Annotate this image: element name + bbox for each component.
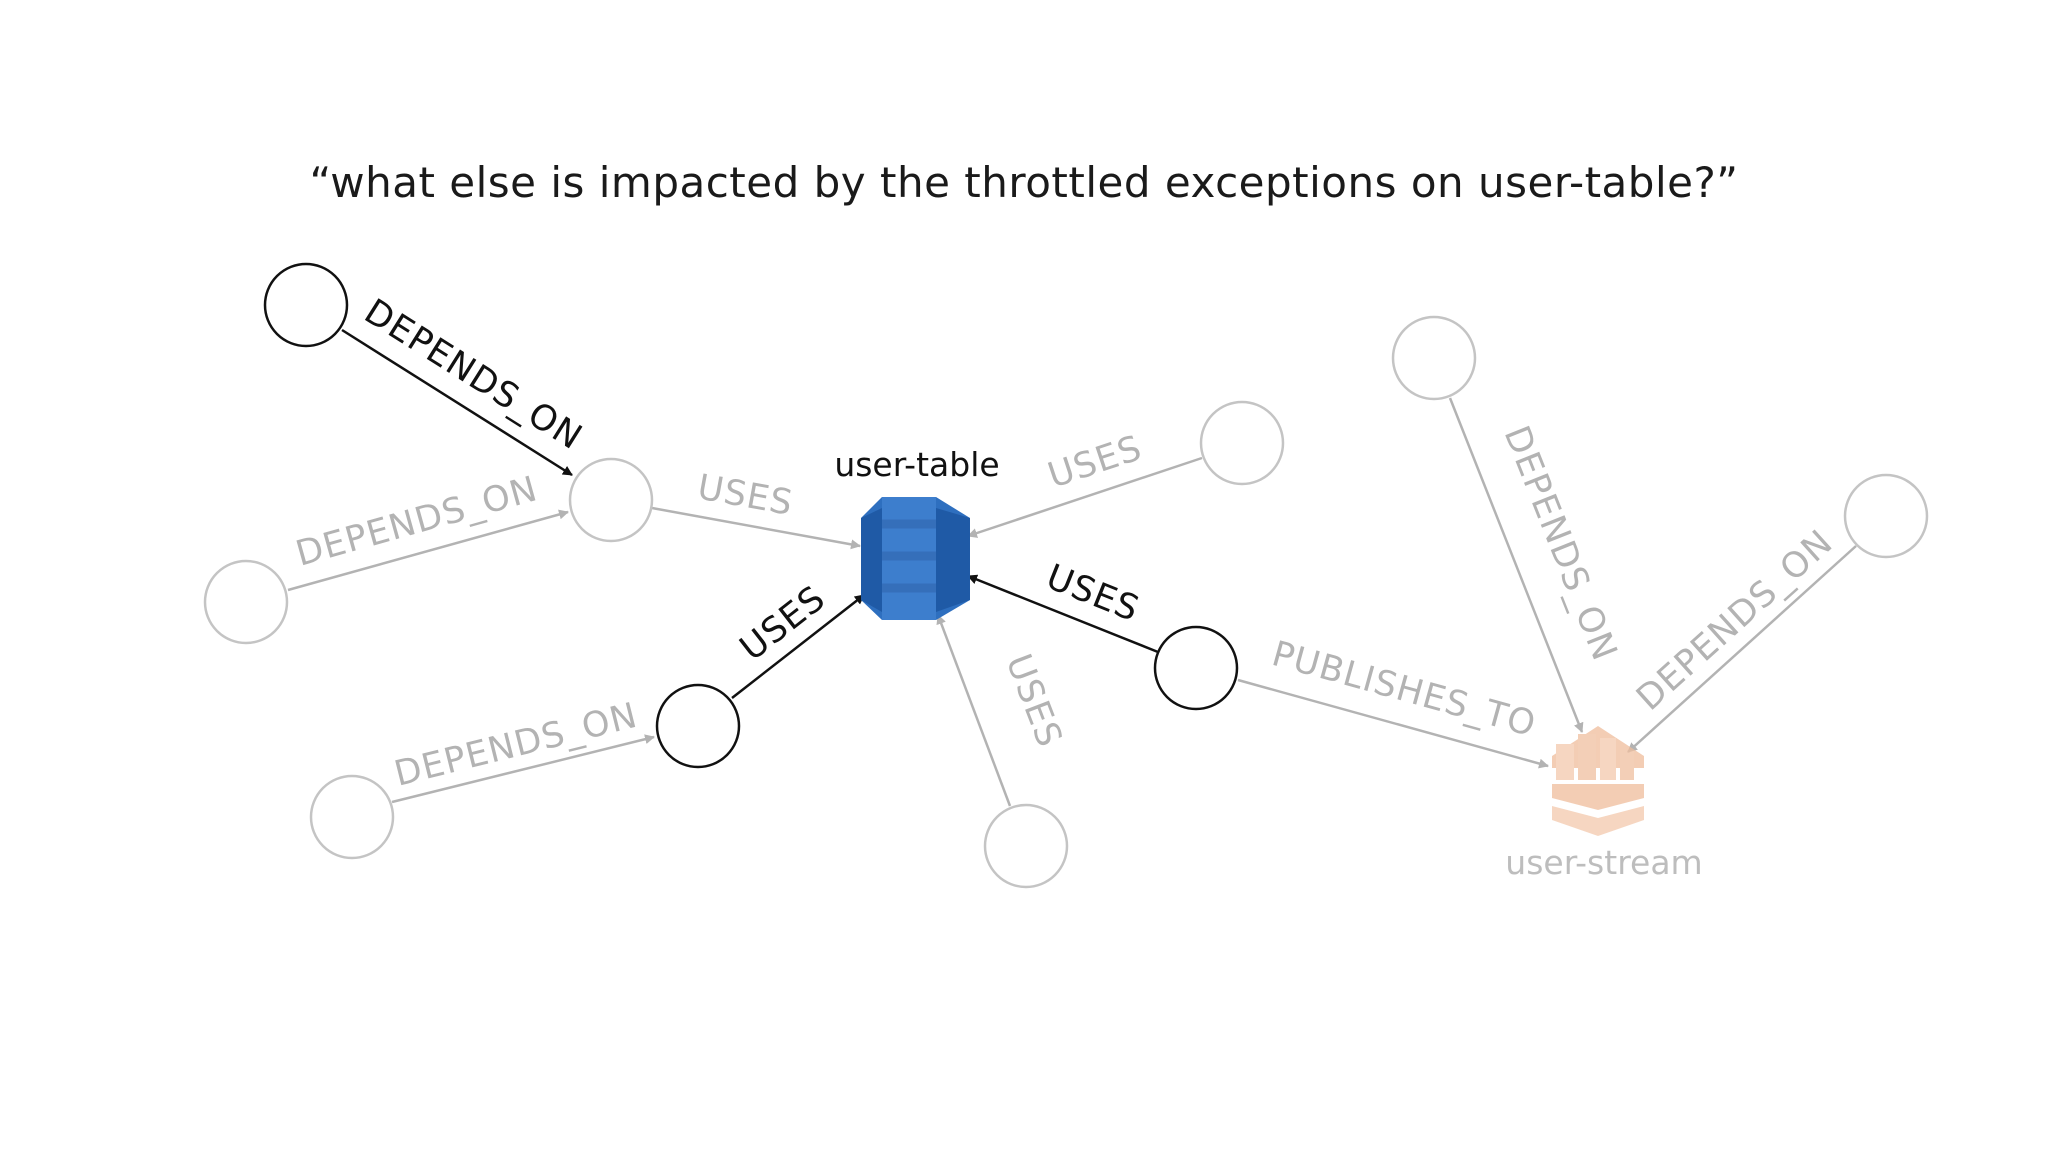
edge-line-publishes-to — [1237, 678, 1549, 769]
user-stream-node[interactable]: user-stream — [1505, 726, 1703, 882]
edge-line-uses — [967, 574, 1159, 654]
edge-line-depends-on — [1448, 397, 1584, 733]
graph-node[interactable] — [568, 457, 654, 543]
edge-line-uses — [967, 456, 1203, 538]
edge-line-uses — [651, 506, 861, 550]
edge-line-depends-on — [1627, 545, 1857, 753]
user-table-node[interactable]: user-table — [834, 445, 1000, 620]
graph-node[interactable] — [1153, 625, 1239, 711]
graph-node[interactable] — [655, 683, 741, 769]
graph-node[interactable] — [203, 559, 289, 645]
edge-line-uses — [936, 614, 1012, 807]
user-table-label: user-table — [834, 445, 999, 484]
graph-node[interactable] — [1843, 473, 1929, 559]
edge-label: DEPENDS_ON — [292, 469, 542, 574]
graph-node[interactable] — [1391, 315, 1477, 401]
question-title: “what else is impacted by the throttled … — [309, 158, 1739, 207]
edge-label: DEPENDS_ON — [357, 292, 589, 458]
edge-label: DEPENDS_ON — [391, 696, 642, 795]
edge-label: USES — [1041, 557, 1145, 630]
kinesis-stream-icon — [1552, 726, 1644, 836]
edge-label: PUBLISHES_TO — [1268, 634, 1541, 745]
dynamodb-table-icon — [861, 497, 970, 620]
edge-label: DEPENDS_ON — [1496, 421, 1625, 667]
graph-node[interactable] — [1199, 400, 1285, 486]
graph-node[interactable] — [309, 774, 395, 860]
edge-label: USES — [998, 649, 1070, 753]
edge-line-uses — [731, 594, 865, 699]
graph-node[interactable] — [263, 262, 349, 348]
graph-node[interactable] — [983, 803, 1069, 889]
edge-line-depends-on — [391, 734, 655, 804]
edge-label: USES — [733, 578, 833, 669]
edge-label: USES — [1043, 428, 1147, 496]
edge-line-depends-on — [341, 328, 573, 477]
edge-line-depends-on — [287, 509, 569, 592]
edge-label: DEPENDS_ON — [1629, 522, 1841, 718]
edge-label: USES — [694, 467, 796, 524]
user-stream-label: user-stream — [1505, 843, 1702, 882]
